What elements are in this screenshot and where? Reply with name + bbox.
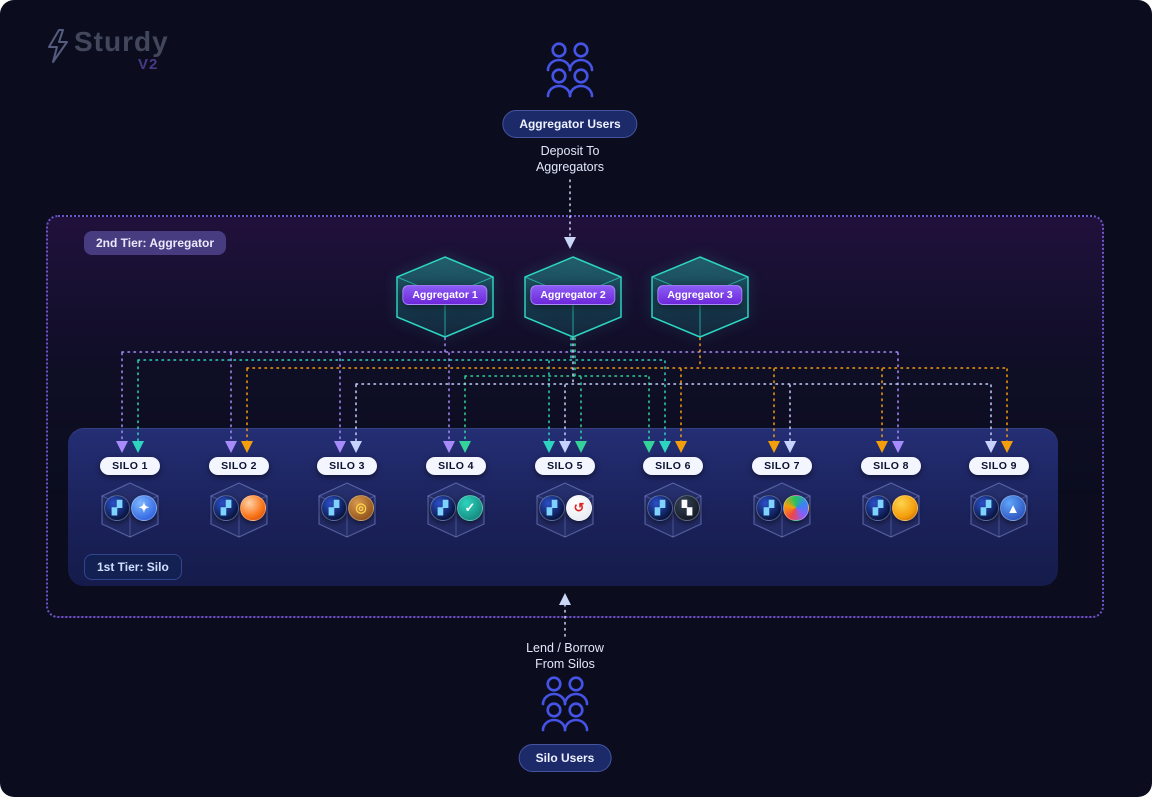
silo-cube: ▞ bbox=[859, 481, 923, 539]
quote-token-icon bbox=[240, 495, 266, 521]
silo-label: SILO 6 bbox=[643, 457, 703, 475]
tier2-badge: 2nd Tier: Aggregator bbox=[84, 231, 227, 255]
quote-token-icon bbox=[783, 495, 809, 521]
base-token-icon: ▞ bbox=[756, 495, 782, 521]
silo-7: SILO 7 ▞ bbox=[727, 456, 837, 539]
silo-label: SILO 8 bbox=[861, 457, 921, 475]
base-token-icon: ▞ bbox=[973, 495, 999, 521]
silo-1: SILO 1 ▞ ✦ bbox=[75, 456, 185, 539]
quote-token-icon: ↺ bbox=[566, 495, 592, 521]
aggregator-users-badge: Aggregator Users bbox=[502, 110, 638, 138]
brand-name: Sturdy bbox=[74, 26, 169, 57]
silo-6: SILO 6 ▞ ▚ bbox=[618, 456, 728, 539]
silo-3: SILO 3 ▞ ◎ bbox=[292, 456, 402, 539]
silo-8: SILO 8 ▞ bbox=[836, 456, 946, 539]
silo-4: SILO 4 ▞ ✓ bbox=[401, 456, 511, 539]
lend-borrow-caption-line1: Lend / Borrow bbox=[526, 641, 604, 655]
quote-token-icon: ▲ bbox=[1000, 495, 1026, 521]
lightning-bolt-icon bbox=[48, 29, 68, 63]
silo-users-badge: Silo Users bbox=[518, 744, 612, 772]
silo-label: SILO 5 bbox=[535, 457, 595, 475]
silo-label: SILO 4 bbox=[426, 457, 486, 475]
aggregator-users-icon bbox=[546, 42, 594, 98]
base-token-icon: ▞ bbox=[539, 495, 565, 521]
quote-token-icon: ✦ bbox=[131, 495, 157, 521]
silo-cube: ▞ ✓ bbox=[424, 481, 488, 539]
aggregator-3: Aggregator 3 bbox=[648, 255, 752, 339]
base-token-icon: ▞ bbox=[104, 495, 130, 521]
quote-token-icon: ✓ bbox=[457, 495, 483, 521]
base-token-icon: ▞ bbox=[213, 495, 239, 521]
silo-cube: ▞ ▚ bbox=[641, 481, 705, 539]
lend-borrow-caption: Lend / Borrow From Silos bbox=[526, 640, 604, 673]
base-token-icon: ▞ bbox=[430, 495, 456, 521]
silo-label: SILO 9 bbox=[969, 457, 1029, 475]
silo-cube: ▞ ◎ bbox=[315, 481, 379, 539]
silo-label: SILO 7 bbox=[752, 457, 812, 475]
deposit-caption-line1: Deposit To bbox=[540, 144, 600, 158]
lend-borrow-caption-line2: From Silos bbox=[535, 657, 595, 672]
aggregator-1: Aggregator 1 bbox=[393, 255, 497, 339]
silo-cube: ▞ bbox=[207, 481, 271, 539]
silo-9: SILO 9 ▞ ▲ bbox=[944, 456, 1054, 539]
silo-5: SILO 5 ▞ ↺ bbox=[510, 456, 620, 539]
deposit-caption-line2: Aggregators bbox=[535, 160, 605, 175]
silo-cube: ▞ ✦ bbox=[98, 481, 162, 539]
quote-token-icon: ▚ bbox=[674, 495, 700, 521]
aggregator-label: Aggregator 3 bbox=[657, 285, 743, 305]
deposit-caption: Deposit To Aggregators bbox=[536, 143, 604, 176]
aggregator-2: Aggregator 2 bbox=[521, 255, 625, 339]
aggregator-label: Aggregator 2 bbox=[530, 285, 616, 305]
brand-version: V2 bbox=[138, 56, 159, 73]
base-token-icon: ▞ bbox=[865, 495, 891, 521]
silo-label: SILO 2 bbox=[209, 457, 269, 475]
quote-token-icon bbox=[892, 495, 918, 521]
base-token-icon: ▞ bbox=[321, 495, 347, 521]
logo: Sturdy V2 bbox=[46, 26, 216, 88]
aggregator-label: Aggregator 1 bbox=[402, 285, 488, 305]
silo-users-icon bbox=[541, 676, 589, 732]
silo-cube: ▞ ↺ bbox=[533, 481, 597, 539]
silo-label: SILO 1 bbox=[100, 457, 160, 475]
silo-cube: ▞ ▲ bbox=[967, 481, 1031, 539]
base-token-icon: ▞ bbox=[647, 495, 673, 521]
quote-token-icon: ◎ bbox=[348, 495, 374, 521]
silo-cube: ▞ bbox=[750, 481, 814, 539]
silo-label: SILO 3 bbox=[317, 457, 377, 475]
silo-2: SILO 2 ▞ bbox=[184, 456, 294, 539]
tier1-badge: 1st Tier: Silo bbox=[84, 554, 182, 580]
